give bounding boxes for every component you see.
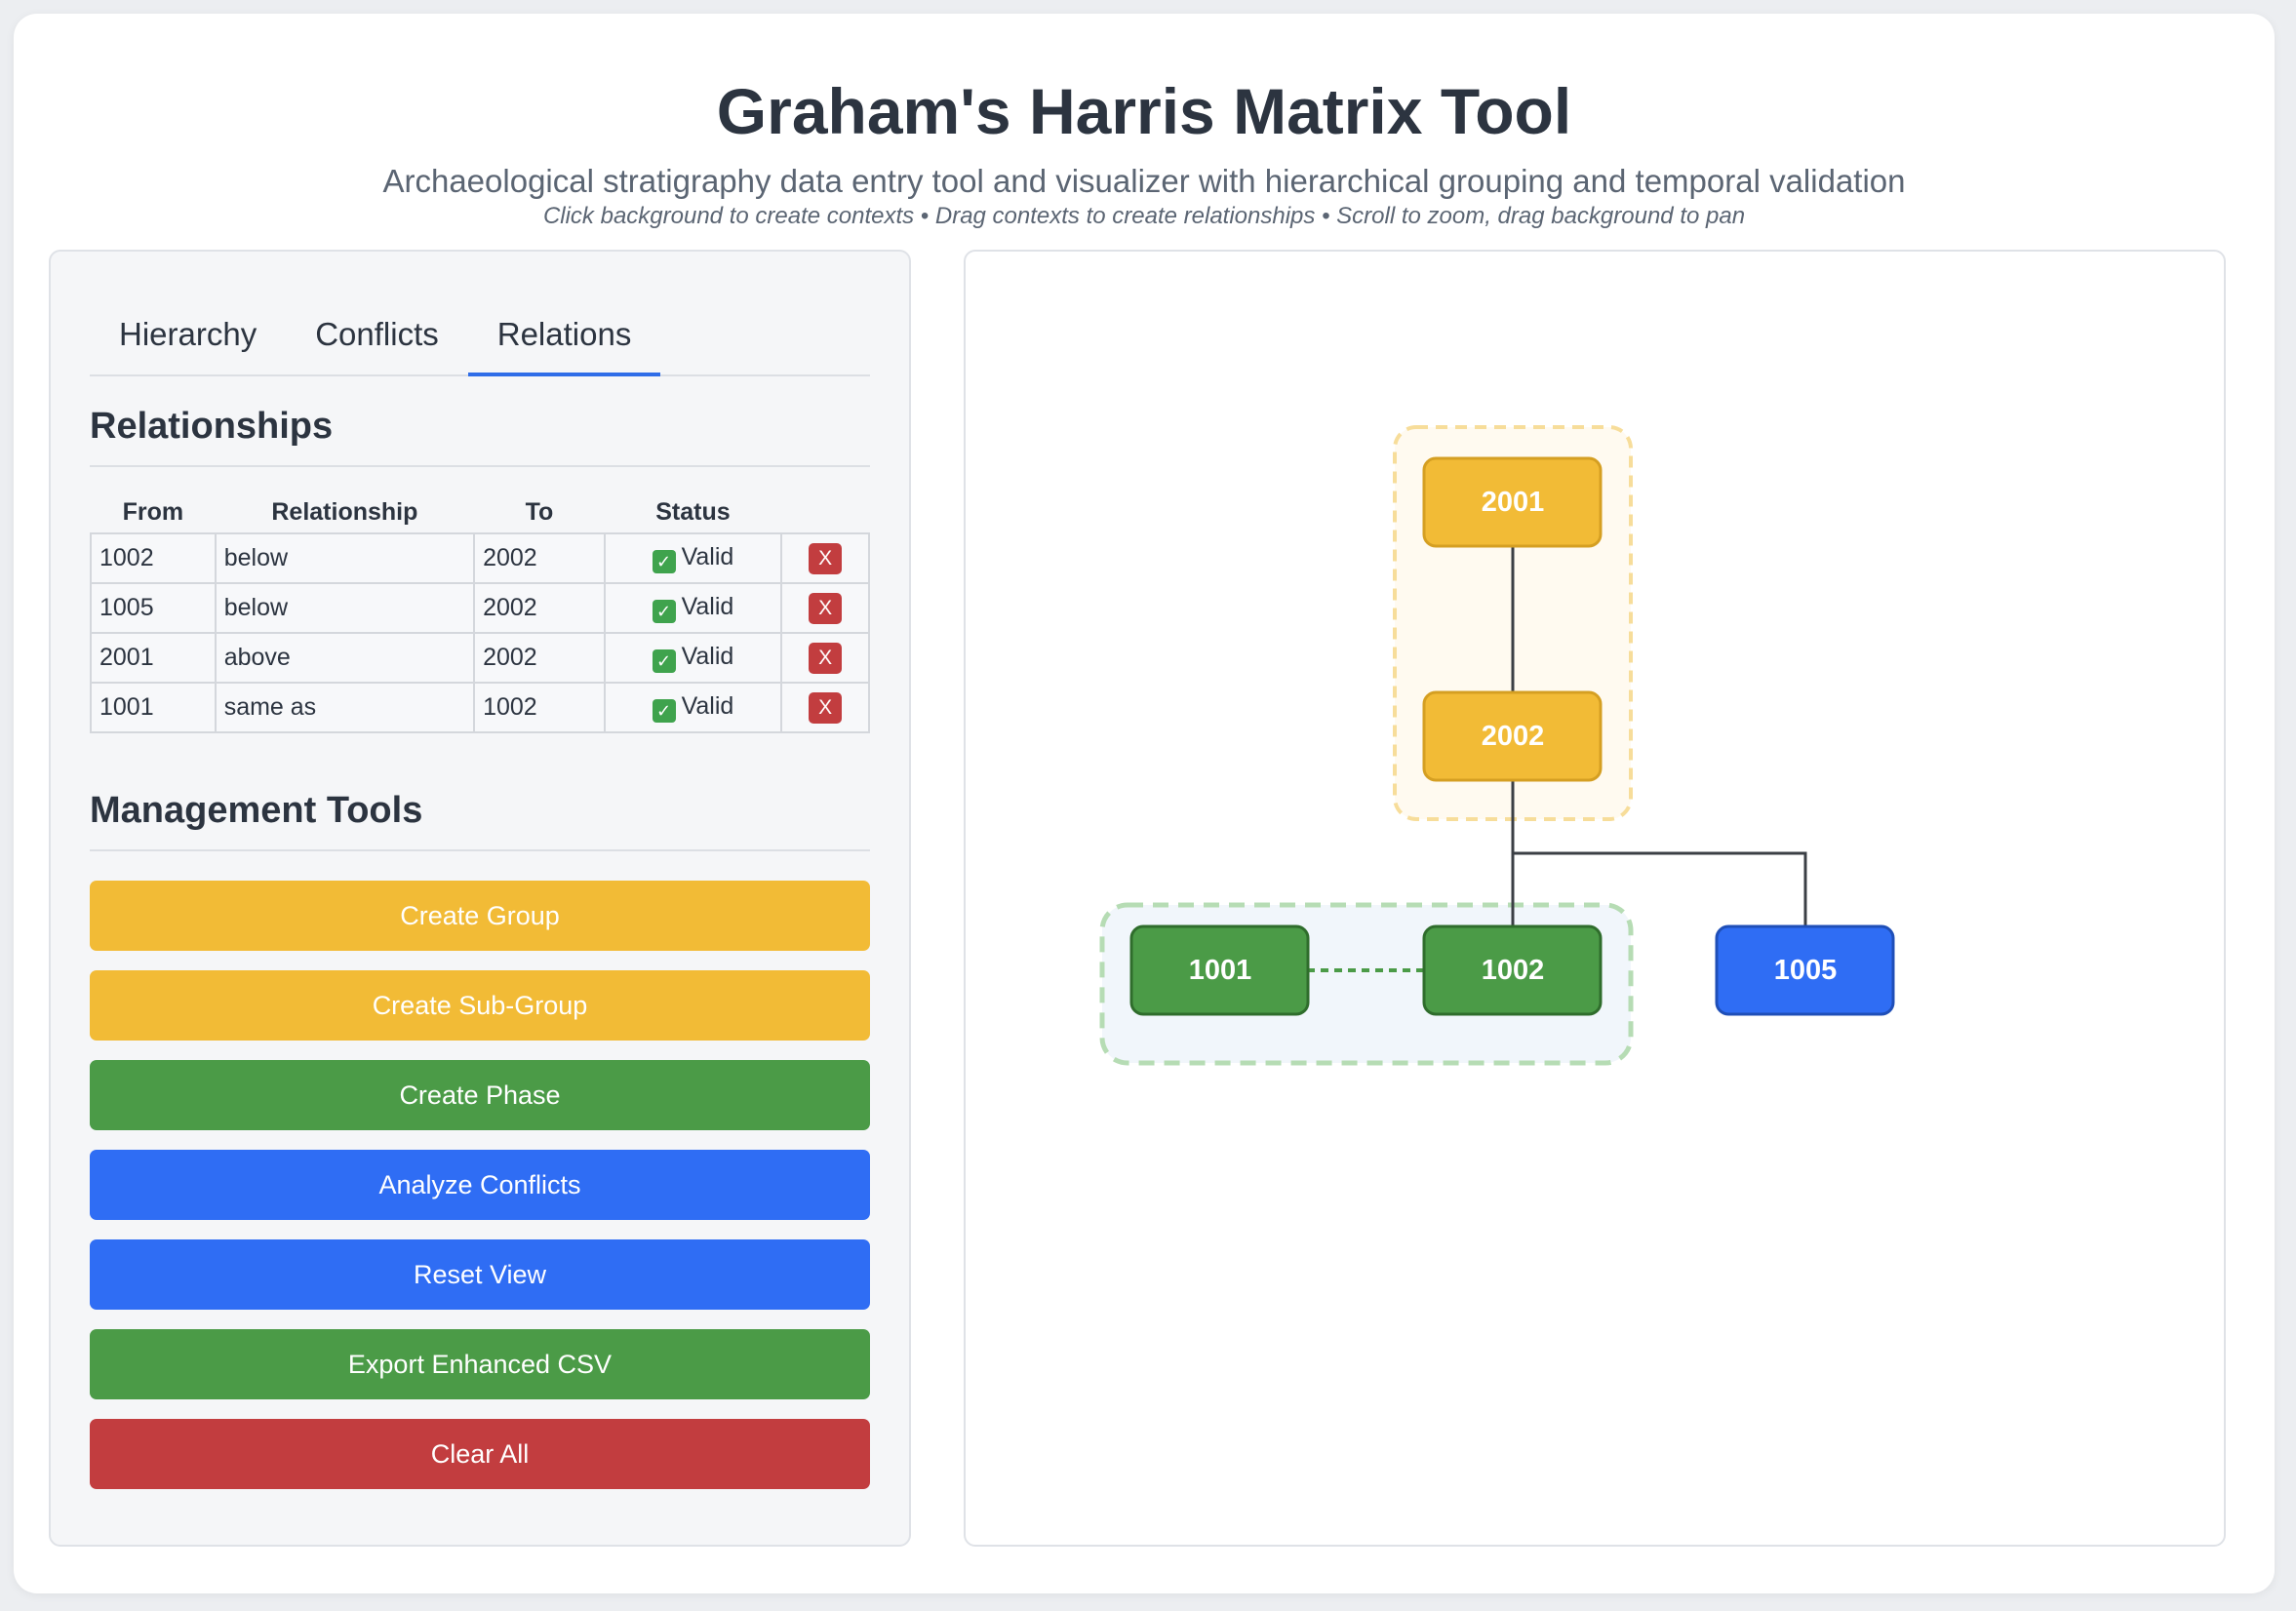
status-text: Valid xyxy=(681,692,734,720)
column-header-relationship: Relationship xyxy=(271,498,418,526)
export-csv-button[interactable]: Export Enhanced CSV xyxy=(90,1329,870,1399)
page-title: Graham's Harris Matrix Tool xyxy=(716,75,1572,147)
page-subtitle: Archaeological stratigraphy data entry t… xyxy=(382,163,1906,199)
create-group-button[interactable]: Create Group xyxy=(90,881,870,951)
status-text: Valid xyxy=(681,593,734,620)
node-1002-label: 1002 xyxy=(1482,955,1545,986)
context-node-2001[interactable]: 2001 xyxy=(1422,456,1603,548)
cell-from: 1002 xyxy=(90,532,217,584)
cell-to: 1002 xyxy=(473,682,606,733)
delete-relationship-button[interactable]: X xyxy=(809,642,843,674)
context-node-1005[interactable]: 1005 xyxy=(1715,924,1895,1016)
column-header-actions xyxy=(781,496,869,533)
table-row: 1005 below 2002 ✓Valid X xyxy=(90,582,870,634)
cell-status: ✓Valid xyxy=(603,682,783,733)
delete-relationship-button[interactable]: X xyxy=(809,542,843,574)
delete-relationship-button[interactable]: X xyxy=(809,691,843,724)
check-icon: ✓ xyxy=(652,550,676,573)
cell-status: ✓Valid xyxy=(603,532,783,584)
management-tools-heading: Management Tools xyxy=(90,761,870,851)
cell-from: 1001 xyxy=(90,682,217,733)
cell-actions: X xyxy=(780,682,870,733)
tab-hierarchy[interactable]: Hierarchy xyxy=(119,316,257,352)
relationships-heading: Relationships xyxy=(90,376,870,467)
column-header-from: From xyxy=(122,498,184,526)
harris-matrix-diagram[interactable]: 2001 2002 1001 1002 1005 xyxy=(966,252,2226,1547)
context-node-2002[interactable]: 2002 xyxy=(1422,690,1603,782)
node-2002-box xyxy=(1422,690,1603,782)
cell-to: 2002 xyxy=(473,532,606,584)
node-1001-box xyxy=(1129,924,1310,1016)
cell-from: 2001 xyxy=(90,632,217,684)
node-1001-label: 1001 xyxy=(1189,955,1252,986)
reset-view-button[interactable]: Reset View xyxy=(90,1239,870,1310)
cell-relationship: below xyxy=(214,532,476,584)
cell-actions: X xyxy=(780,632,870,684)
tab-relations[interactable]: Relations xyxy=(467,298,661,376)
analyze-conflicts-button[interactable]: Analyze Conflicts xyxy=(90,1150,870,1220)
cell-relationship: below xyxy=(214,582,476,634)
check-icon: ✓ xyxy=(652,600,676,623)
node-1005-label: 1005 xyxy=(1774,955,1838,986)
table-row: 2001 above 2002 ✓Valid X xyxy=(90,632,870,684)
tab-conflicts[interactable]: Conflicts xyxy=(315,316,439,352)
delete-relationship-button[interactable]: X xyxy=(809,592,843,624)
cell-to: 2002 xyxy=(473,632,606,684)
usage-hint: Click background to create contexts • Dr… xyxy=(542,203,1746,229)
relationships-table: From Relationship To Status 1002 below 2… xyxy=(90,496,870,733)
status-text: Valid xyxy=(681,543,734,570)
side-panel: Hierarchy Conflicts Relations Relationsh… xyxy=(49,250,911,1547)
cell-status: ✓Valid xyxy=(603,582,783,634)
check-icon: ✓ xyxy=(652,649,676,673)
cell-actions: X xyxy=(780,532,870,584)
node-2001-box xyxy=(1422,456,1603,548)
edge-2002-1005 xyxy=(1513,851,1807,926)
table-row: 1002 below 2002 ✓Valid X xyxy=(90,532,870,584)
status-text: Valid xyxy=(681,643,734,670)
clear-all-button[interactable]: Clear All xyxy=(90,1419,870,1489)
tab-bar: Hierarchy Conflicts Relations xyxy=(90,298,870,376)
cell-from: 1005 xyxy=(90,582,217,634)
cell-relationship: same as xyxy=(214,682,476,733)
column-header-to: To xyxy=(525,498,554,526)
cell-to: 2002 xyxy=(473,582,606,634)
node-2002-label: 2002 xyxy=(1482,721,1545,752)
check-icon: ✓ xyxy=(652,699,676,723)
cell-status: ✓Valid xyxy=(603,632,783,684)
table-header-row: From Relationship To Status xyxy=(91,496,869,533)
cell-relationship: above xyxy=(214,632,476,684)
header: Graham's Harris Matrix Tool Archaeologic… xyxy=(14,72,2275,232)
context-node-1002[interactable]: 1002 xyxy=(1422,924,1603,1016)
create-phase-button[interactable]: Create Phase xyxy=(90,1060,870,1130)
context-node-1001[interactable]: 1001 xyxy=(1129,924,1310,1016)
node-1002-box xyxy=(1422,924,1603,1016)
table-row: 1001 same as 1002 ✓Valid X xyxy=(90,682,870,733)
create-subgroup-button[interactable]: Create Sub-Group xyxy=(90,970,870,1041)
node-1005-box xyxy=(1715,924,1895,1016)
node-2001-label: 2001 xyxy=(1482,487,1545,518)
cell-actions: X xyxy=(780,582,870,634)
column-header-status: Status xyxy=(655,498,731,526)
matrix-canvas[interactable]: 2001 2002 1001 1002 1005 xyxy=(964,250,2226,1547)
